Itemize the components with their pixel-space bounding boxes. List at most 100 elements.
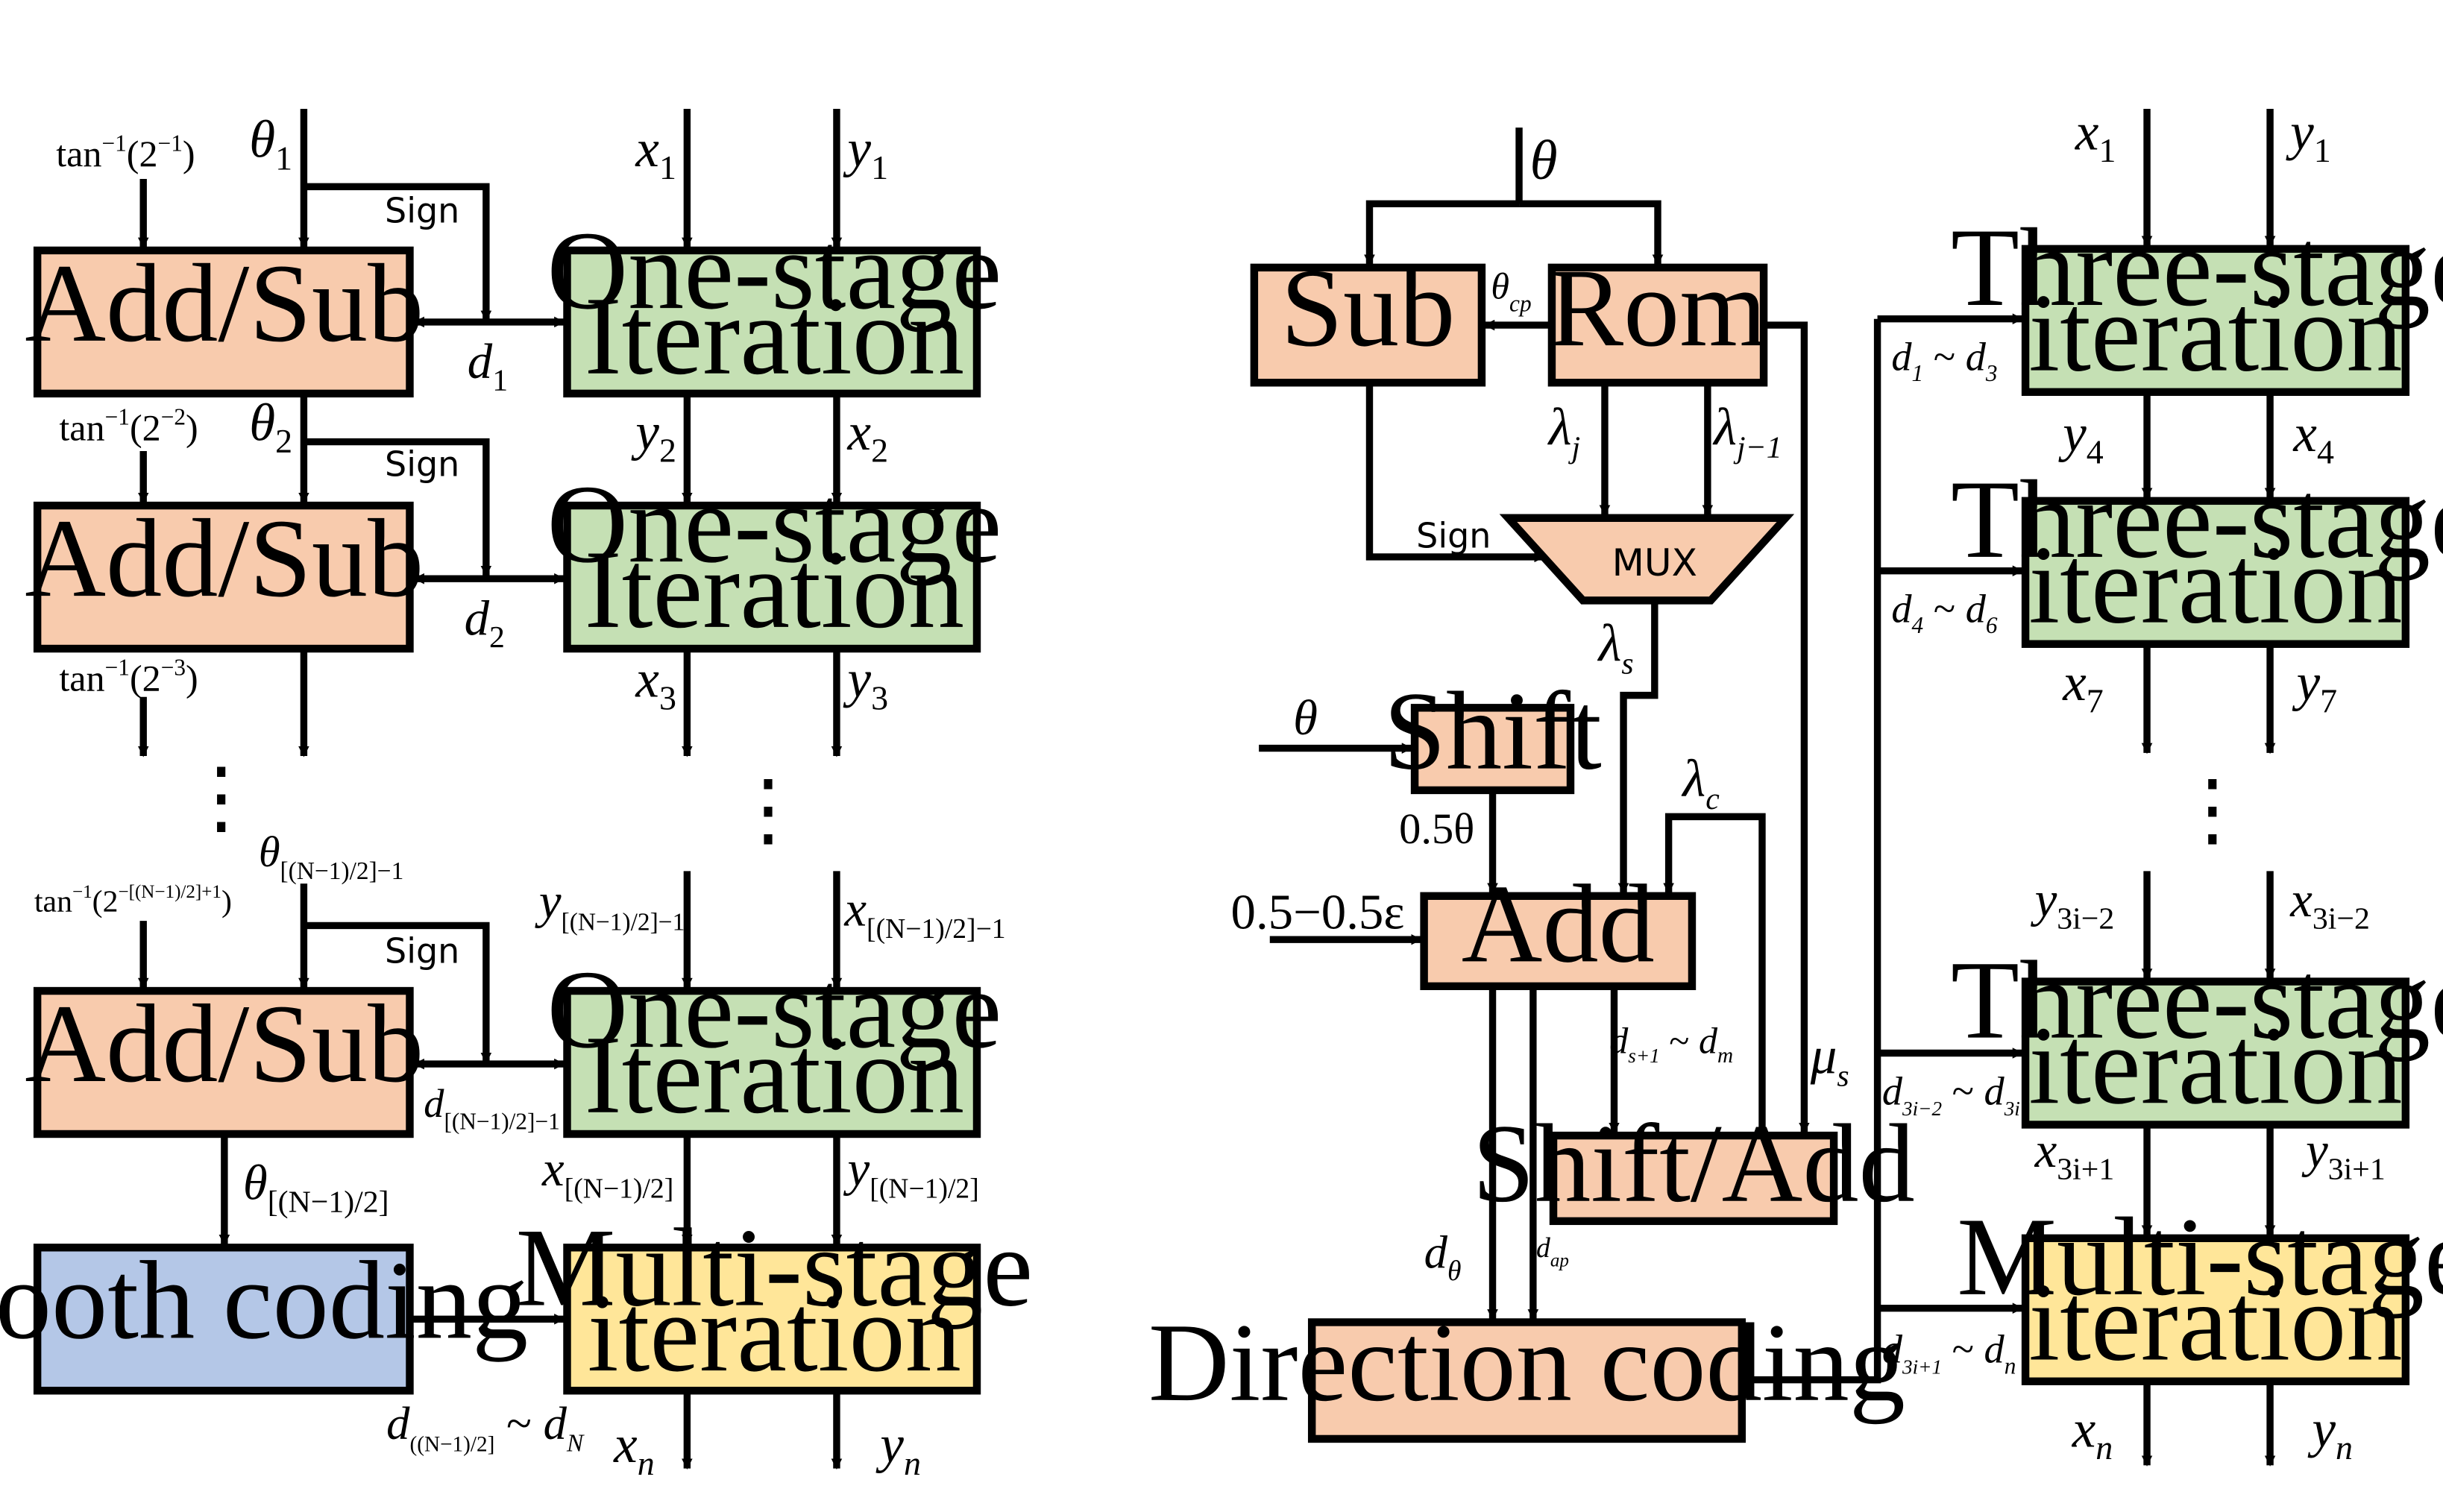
three-stage-label-1a: Three-stage (1951, 205, 2443, 330)
arrow-sign-2 (304, 438, 492, 577)
label-lambda-c: λc (1681, 750, 1720, 816)
label-d1-d3: d1 ~ d3 (1891, 335, 1997, 387)
label-yN: y[(N−1)/2] (843, 1141, 979, 1205)
three-stage-box-1 (2021, 245, 2410, 396)
ellipsis-right: ⋮ (2172, 766, 2253, 855)
addsub-box-2 (33, 501, 414, 653)
label-xn: xn (613, 1416, 655, 1482)
label-eps-input: 0.5−0.5ε (1231, 885, 1405, 940)
label-tan-N: tan−1(2−[(N−1)/2]+1) (34, 882, 232, 919)
ellipsis-left-1: ⋮ (180, 753, 262, 842)
ellipsis-left-2: ⋮ (728, 766, 809, 855)
label-lambda-j1: λj−1 (1712, 399, 1782, 465)
one-stage-box-1 (563, 246, 981, 398)
label-thetaN1: θ[(N−1)/2]−1 (259, 828, 403, 885)
rom-box (1547, 263, 1768, 387)
label-dN-range: d((N−1)/2] ~ dN (386, 1397, 585, 1458)
sub-label: Sub (1280, 245, 1455, 370)
multi-stage-label-left-b: iteration (588, 1270, 961, 1395)
three-stage-box-3 (2021, 977, 2410, 1129)
sub-box (1250, 263, 1486, 387)
label-d4-d6: d4 ~ d6 (1891, 587, 1998, 639)
label-lambda-j: λj (1547, 399, 1580, 465)
label-y3: y3 (843, 651, 889, 717)
direction-coding-label: Direction coding (1148, 1300, 1905, 1425)
label-x3i2: x3i−2 (2289, 872, 2370, 936)
arrow-theta-to-rom (1519, 200, 1664, 266)
label-tan-3: tan−1(2−3) (59, 655, 198, 699)
multi-stage-box-left (563, 1244, 981, 1395)
multi-stage-label-right-a: Multi-stage (1957, 1194, 2443, 1319)
addsub-label-2: Add/Sub (25, 496, 424, 620)
label-xN: x[(N−1)/2] (541, 1141, 673, 1205)
label-lambda-s: λs (1597, 615, 1634, 681)
three-stage-label-2a: Three-stage (1951, 457, 2443, 582)
one-stage-label-2a: One-stage (547, 462, 1002, 586)
label-theta1: θ1 (249, 111, 292, 177)
shift-add-box (1549, 1131, 1838, 1226)
addsub-box-3 (33, 986, 414, 1138)
one-stage-label-1a: One-stage (547, 208, 1002, 333)
label-y3i2: y3i−2 (2031, 872, 2115, 936)
label-y1-right: y1 (2286, 103, 2331, 169)
one-stage-label-2b: Iteration (585, 527, 964, 652)
label-x1: x1 (635, 120, 676, 186)
label-tan-2: tan−1(2−2) (59, 404, 198, 449)
arrow-lambda-s (1617, 600, 1658, 895)
label-half-theta: 0.5θ (1399, 804, 1474, 853)
label-x1-right: x1 (2075, 103, 2116, 169)
label-xn-right: xn (2072, 1400, 2113, 1467)
label-thetaN: θ[(N−1)/2] (243, 1156, 389, 1220)
label-d-ap: dap (1536, 1233, 1569, 1270)
one-stage-label-1b: Iteration (585, 274, 964, 398)
label-theta-input: θ (1530, 130, 1558, 192)
mux-label: MUX (1612, 541, 1697, 585)
shift-add-label: Shift/Add (1472, 1101, 1914, 1226)
three-stage-label-3a: Three-stage (1951, 938, 2443, 1062)
add-box (1420, 892, 1697, 991)
label-d3i1-dn: d3i+1 ~ dn (1882, 1327, 2016, 1379)
label-d3i2-d3i: d3i−2 ~ d3i (1882, 1068, 2020, 1120)
label-x3i1: x3i+1 (2034, 1123, 2115, 1187)
booth-coding-label: Booth coding (0, 1238, 528, 1362)
three-stage-box-2 (2021, 497, 2410, 648)
label-theta2: θ2 (249, 394, 292, 460)
direction-bus (1741, 318, 1881, 1384)
addsub-box-1 (33, 246, 414, 398)
label-dN1: d[(N−1)/2]−1 (424, 1081, 560, 1135)
addsub-label-1: Add/Sub (25, 241, 424, 365)
label-y7: y7 (2292, 654, 2338, 720)
label-theta-shift: θ (1293, 690, 1318, 746)
rom-label: Rom (1549, 245, 1767, 370)
one-stage-box-2 (563, 501, 981, 653)
arrow-lambda-c (1663, 813, 1766, 1136)
arrow-sign-1 (304, 183, 492, 322)
right-architecture: Sub Rom MUX Shift Add Shift/Add Directio… (1148, 103, 2443, 1467)
label-y2: y2 (631, 403, 676, 470)
multi-stage-label-right-b: iteration (2028, 1260, 2402, 1385)
label-x4: x4 (2292, 405, 2334, 471)
one-stage-label-3a: One-stage (547, 947, 1002, 1071)
label-sign-1: Sign (385, 190, 459, 230)
multi-stage-box-right (2021, 1234, 2410, 1385)
label-yn-right: yn (2307, 1400, 2353, 1467)
arrow-sign-N (304, 922, 492, 1064)
shift-label: Shift (1383, 669, 1602, 793)
label-tan-1: tan−1(2−1) (56, 130, 195, 174)
label-d-theta: dθ (1424, 1226, 1462, 1287)
three-stage-label-2b: iteration (2028, 523, 2402, 647)
one-stage-box-3 (563, 986, 981, 1138)
label-sign-right: Sign (1416, 515, 1491, 555)
direction-coding-box (1307, 1318, 1746, 1443)
mux-block (1499, 514, 1795, 605)
left-architecture: Add/Sub One-stage Iteration Add/Sub One-… (0, 109, 1033, 1482)
three-stage-label-1b: iteration (2028, 271, 2402, 395)
addsub-label-3: Add/Sub (25, 981, 424, 1106)
label-x7: x7 (2062, 654, 2104, 720)
arrow-theta-to-sub (1364, 200, 1520, 266)
label-sign-2: Sign (385, 444, 459, 484)
label-y3i1: y3i+1 (2301, 1123, 2386, 1187)
label-yN1: y[(N−1)/2]−1 (535, 874, 685, 936)
label-x3: x3 (635, 651, 676, 717)
arrow-sign-to-mux (1365, 382, 1545, 563)
